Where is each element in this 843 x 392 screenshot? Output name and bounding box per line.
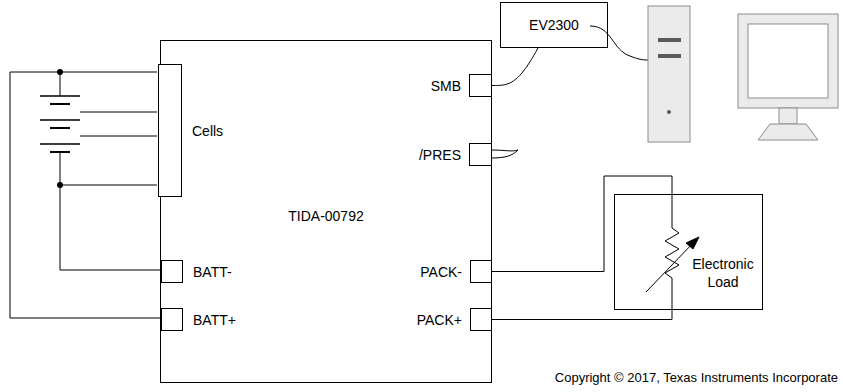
- junction-dot: [57, 182, 63, 188]
- pin-label: PACK-: [420, 264, 462, 280]
- power-led: [667, 110, 671, 114]
- pres-connector: /PRES: [469, 143, 492, 166]
- computer-tower: [648, 6, 690, 142]
- wire-connector: [492, 48, 538, 86]
- cell-lead: [60, 152, 61, 185]
- pack-terminal: PACK+: [470, 308, 492, 331]
- drive-slot: [658, 38, 681, 42]
- wire-connector: [492, 310, 672, 320]
- cell-top-wire: [60, 72, 157, 73]
- junction-dot: [57, 69, 63, 75]
- cell-connector: Cells: [158, 64, 182, 197]
- variable-resistor-symbol: [646, 194, 699, 310]
- adjust-arrow: [646, 242, 694, 292]
- battery-wiring: [10, 72, 160, 318]
- pack-terminal: PACK-: [470, 260, 492, 283]
- cell-tap-wire: [80, 136, 157, 137]
- cell-bottom-wire: [60, 185, 157, 186]
- pin-label: SMB: [431, 78, 461, 94]
- box-label: EV2300: [501, 17, 607, 33]
- cell-tap-wire: [80, 112, 157, 113]
- box-label: TIDA-00792: [161, 208, 491, 224]
- cell-plate: [40, 95, 80, 97]
- pin-label: BATT+: [193, 312, 236, 328]
- cell-plate: [40, 143, 80, 145]
- copyright-caption: Copyright © 2017, Texas Instruments Inco…: [555, 370, 838, 385]
- tower-case: [648, 6, 690, 142]
- batt-plus-wire: [10, 72, 160, 318]
- cell-plate: [40, 119, 80, 121]
- box-label: Electronic Load: [689, 255, 757, 291]
- pres-jumper: [491, 150, 518, 158]
- cell-plate: [50, 127, 70, 129]
- resistor-zigzag: [665, 194, 679, 310]
- monitor-neck: [779, 108, 797, 124]
- electronic-load-box: Electronic Load: [614, 194, 763, 310]
- wire-connector: [492, 176, 672, 272]
- batt-minus-wire: [60, 185, 160, 270]
- computer-monitor: [738, 14, 838, 140]
- smb-connector: SMB: [469, 74, 492, 97]
- cell-lead: [60, 72, 61, 96]
- adjust-arrowhead: [686, 237, 699, 249]
- cell-plate: [50, 103, 70, 105]
- batt-terminal: BATT-: [161, 260, 183, 283]
- ev2300-box: EV2300: [500, 2, 608, 48]
- monitor-screen: [748, 24, 828, 98]
- pin-label: BATT-: [193, 264, 232, 280]
- batt-terminal: BATT+: [161, 308, 183, 331]
- pin-label: PACK+: [417, 312, 462, 328]
- monitor-bezel: [738, 14, 838, 108]
- monitor-base: [758, 124, 818, 140]
- board-outline: TIDA-00792 Cells SMB/PRES BATT- BATT+ PACK- PA…: [160, 40, 492, 383]
- drive-slot: [658, 54, 681, 58]
- pin-label: Cells: [192, 123, 223, 139]
- usb-cable: [590, 26, 648, 60]
- pin-label: /PRES: [419, 147, 461, 163]
